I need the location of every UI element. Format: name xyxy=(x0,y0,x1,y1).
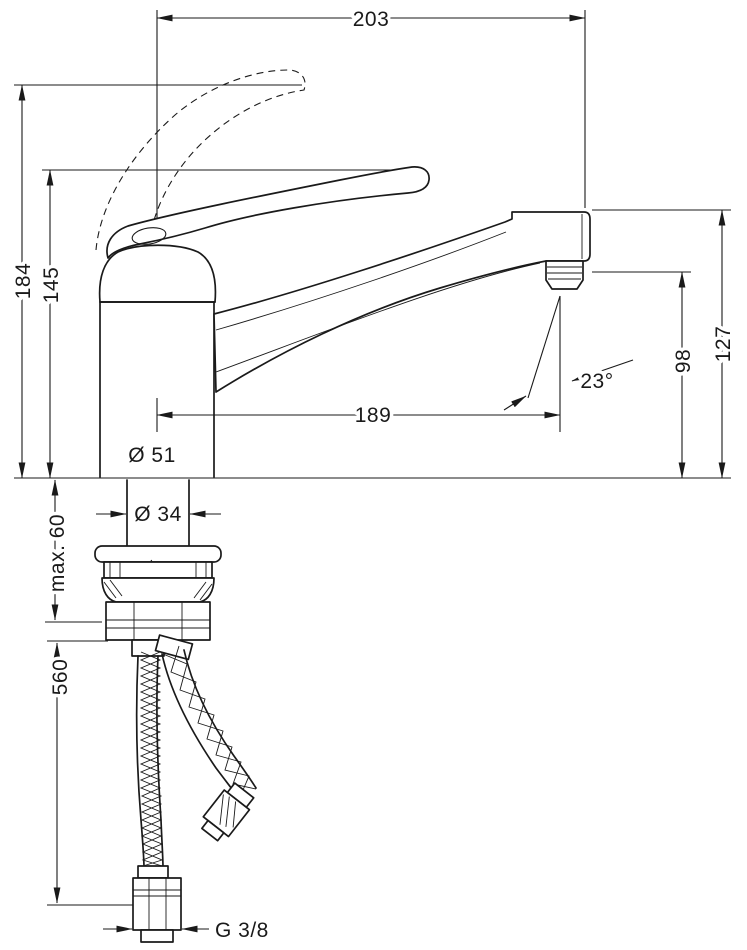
dim-spout-top-height-label: 127 xyxy=(712,326,735,363)
extension-lines xyxy=(14,10,731,906)
mounting-hardware xyxy=(94,479,222,641)
spout xyxy=(213,211,591,393)
aerator xyxy=(545,260,584,290)
dim-overall-height-label: 184 xyxy=(12,263,35,300)
dim-thread-label: G 3/8 xyxy=(215,919,269,942)
base-flange xyxy=(94,545,222,563)
hose-right xyxy=(161,645,257,842)
hose-left xyxy=(132,651,182,943)
supply-hoses xyxy=(131,634,257,943)
spout-highlight-2 xyxy=(215,262,541,373)
hose-right-crimp xyxy=(154,634,194,661)
handle-raised-outline xyxy=(95,69,306,251)
angle-arrow-right xyxy=(571,359,634,382)
dim-hose-length-label: 560 xyxy=(49,659,72,696)
dim-top-width-label: 203 xyxy=(353,8,390,31)
angle-arrow-left xyxy=(503,395,527,411)
dim-spray-angle-label: 23° xyxy=(580,370,613,393)
dim-shank-diameter-label: Ø 34 xyxy=(134,503,182,526)
dim-max-thickness-label: max. 60 xyxy=(46,514,69,592)
dimension-lines xyxy=(18,14,726,933)
cartridge-dome xyxy=(98,244,217,303)
dim-spout-reach-label: 189 xyxy=(355,404,392,427)
faucet xyxy=(95,69,591,478)
dimension-labels: 203 184 145 127 98 189 23° Ø 51 Ø 34 max… xyxy=(9,5,739,946)
mounting-nut xyxy=(105,601,211,641)
angle-ray xyxy=(527,295,561,399)
handle-pivot-detail xyxy=(131,227,167,245)
handle-lever xyxy=(106,166,430,259)
dim-outlet-height-label: 98 xyxy=(672,349,695,373)
coupling xyxy=(101,577,215,603)
dim-body-diameter-label: Ø 51 xyxy=(128,444,176,467)
hose-left-connector xyxy=(132,865,182,943)
hose-right-connector xyxy=(201,782,255,842)
spout-highlight-1 xyxy=(215,231,507,331)
dim-handle-height-label: 145 xyxy=(40,267,63,304)
